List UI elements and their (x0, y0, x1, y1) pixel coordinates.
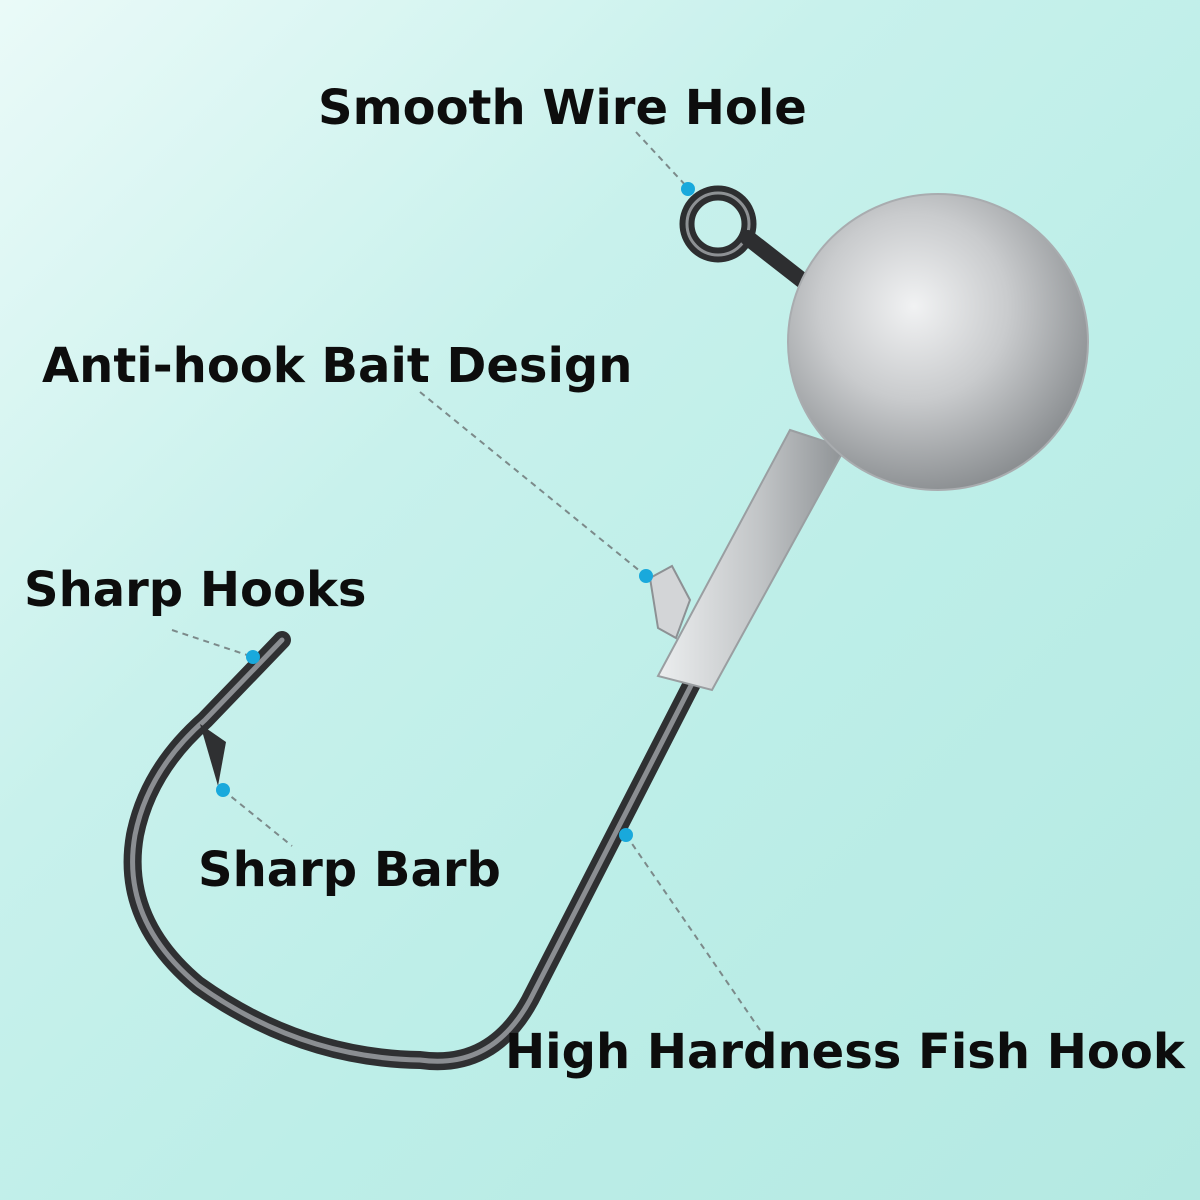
wire-eye (679, 185, 820, 296)
callout-dot-fish-hook (619, 828, 633, 842)
label-smooth-wire-hole: Smooth Wire Hole (318, 80, 807, 136)
label-sharp-hooks: Sharp Hooks (24, 562, 367, 618)
bait-keeper (648, 564, 692, 640)
leader-line-anti-hook (419, 391, 647, 577)
label-high-hardness-fish-hook: High Hardness Fish Hook (505, 1024, 1185, 1080)
label-anti-hook-bait-design: Anti-hook Bait Design (42, 338, 633, 394)
callout-dots (216, 182, 695, 842)
callout-dot-sharp-hooks (246, 650, 260, 664)
callout-dot-wire-hole (681, 182, 695, 196)
leader-line-wire-hole (635, 131, 689, 189)
lead-collar (656, 428, 847, 692)
leader-line-sharp-hooks (171, 629, 254, 658)
leader-line-fish-hook (625, 834, 761, 1031)
lead-ball-head (787, 193, 1089, 491)
leader-line-sharp-barb (222, 789, 293, 847)
barb-shape (200, 724, 226, 786)
hook-wire (123, 631, 709, 1071)
leader-lines (171, 131, 761, 1031)
label-sharp-barb: Sharp Barb (198, 842, 501, 898)
callout-dot-sharp-barb (216, 783, 230, 797)
callout-dot-anti-hook (639, 569, 653, 583)
